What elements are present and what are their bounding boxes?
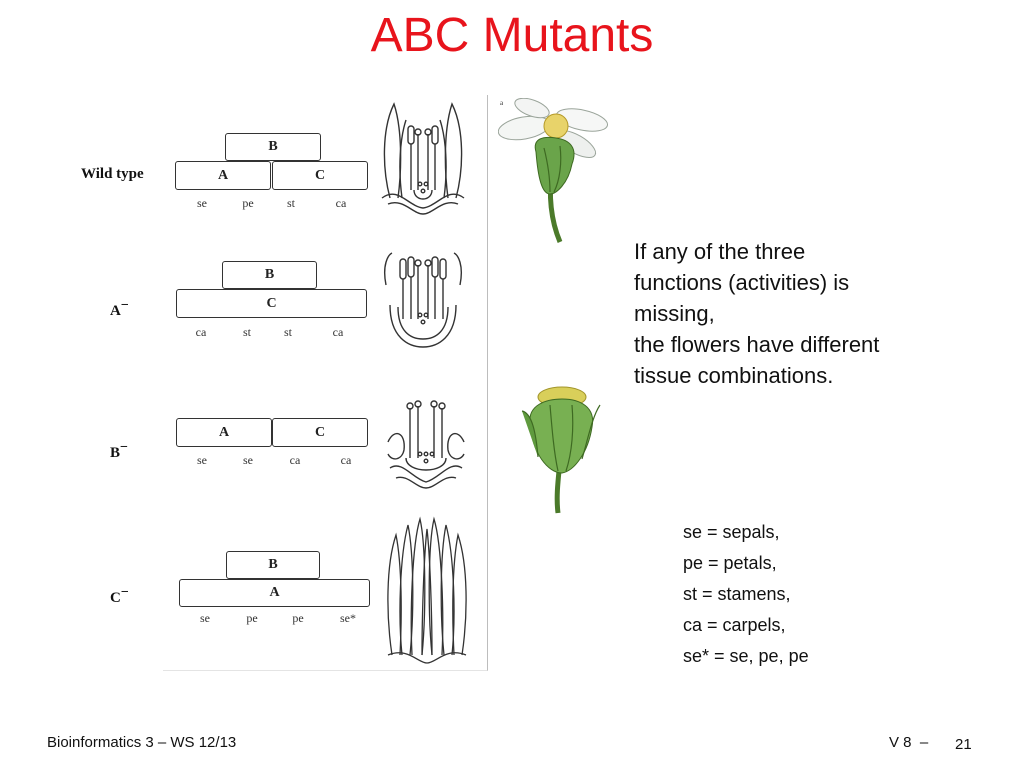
legend-item: ca = carpels, xyxy=(683,615,786,635)
description-line: functions (activities) is xyxy=(634,270,850,295)
description-line: missing, xyxy=(634,301,715,326)
whorl-label: ca xyxy=(195,325,207,339)
description-line: the flowers have different xyxy=(634,332,880,357)
box-a-wild-type: A xyxy=(175,161,271,190)
box-c-wild-type: C xyxy=(272,161,368,190)
legend-item: se = sepals, xyxy=(683,522,780,542)
box-b-a-minus: B xyxy=(222,261,317,289)
whorl-label: ca xyxy=(332,325,344,339)
description-text: If any of the three functions (activitie… xyxy=(634,236,974,391)
whorl-label: se xyxy=(197,453,207,467)
legend-item: pe = petals, xyxy=(683,553,777,573)
whorl-label: se xyxy=(197,196,207,210)
figure-corner-mark: a xyxy=(500,99,504,107)
row-label-sup: − xyxy=(120,440,128,455)
whorl-label: pe xyxy=(242,196,254,210)
description-line: If any of the three xyxy=(634,239,806,264)
box-c-a-minus: C xyxy=(176,289,367,318)
wild-type-flower-section-icon xyxy=(381,102,465,215)
whorl-label: st xyxy=(286,196,295,210)
slide-title: ABC Mutants xyxy=(370,9,654,62)
whorl-label: se* xyxy=(340,611,356,625)
footer-lecture: V 8 – xyxy=(889,734,929,751)
whorl-label: pe xyxy=(246,611,258,625)
wild-type-flower-image xyxy=(498,98,609,243)
row-label-text: C xyxy=(110,590,121,606)
b-minus-flower-section-icon xyxy=(387,400,465,489)
row-label-a-minus: A− xyxy=(110,298,129,320)
footer-course: Bioinformatics 3 – WS 12/13 xyxy=(47,734,237,751)
whorl-label: ca xyxy=(340,453,352,467)
row-label-text: B xyxy=(110,445,121,461)
box-a-c-minus: A xyxy=(179,579,370,607)
row-label-wild-type: Wild type xyxy=(81,166,144,183)
whorl-label: st xyxy=(283,325,292,339)
legend-item: se* = se, pe, pe xyxy=(683,646,809,666)
c-minus-flower-section-icon xyxy=(387,516,467,664)
abbreviation-legend: se = sepals, pe = petals, st = stamens, … xyxy=(683,517,809,672)
box-b-wild-type: B xyxy=(225,133,321,161)
row-label-text: Wild type xyxy=(81,166,144,182)
whorl-label: se xyxy=(200,611,210,625)
row-label-c-minus: C− xyxy=(110,585,129,607)
row-label-text: A xyxy=(110,303,121,319)
box-a-b-minus: A xyxy=(176,418,272,447)
legend-item: st = stamens, xyxy=(683,584,791,604)
row-label-sup: − xyxy=(120,585,129,600)
box-b-c-minus: B xyxy=(226,551,320,579)
whorl-label: st xyxy=(242,325,251,339)
abc-model-figure xyxy=(163,95,488,671)
whorl-label: se xyxy=(243,453,253,467)
mutant-flower-image xyxy=(521,386,601,514)
whorl-label: ca xyxy=(335,196,347,210)
row-label-b-minus: B− xyxy=(110,440,128,462)
a-minus-flower-section-icon xyxy=(383,252,463,348)
row-label-sup: − xyxy=(120,298,129,313)
footer-page-number: 21 xyxy=(955,736,972,753)
whorl-label: pe xyxy=(292,611,304,625)
whorl-label: ca xyxy=(289,453,301,467)
description-line: tissue combinations. xyxy=(634,363,834,388)
box-c-b-minus: C xyxy=(272,418,368,447)
